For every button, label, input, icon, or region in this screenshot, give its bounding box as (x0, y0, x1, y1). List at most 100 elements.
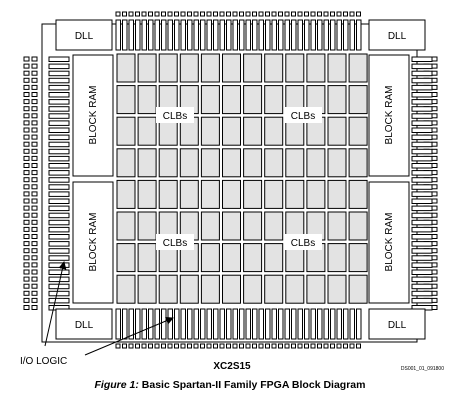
io-pad-right-outer (431, 269, 438, 275)
io-pad-bottom (213, 343, 218, 349)
io-row-right (411, 297, 433, 304)
io-row-left (48, 290, 70, 297)
io-pad-right-outer (431, 127, 438, 133)
io-pad-top (278, 11, 283, 17)
io-column-group (48, 19, 433, 340)
io-column-bottom (141, 308, 147, 340)
io-pad-right-outer (431, 56, 438, 62)
io-pad-left-outer (23, 191, 30, 197)
clb-cell (243, 243, 263, 273)
io-pad-top (200, 11, 205, 17)
io-pad-right-outer (431, 113, 438, 119)
io-column-bottom (336, 308, 342, 340)
clb-cell (200, 211, 220, 241)
document-id: DS001_01_091800 (401, 366, 444, 372)
io-row-right (411, 283, 433, 290)
io-row-right (411, 170, 433, 176)
io-pad-bottom (167, 343, 173, 349)
io-pad-left-inner (31, 219, 38, 225)
io-row-right (411, 290, 433, 297)
clb-cell (116, 179, 136, 209)
clb-label-bottom-right: CLBs (291, 238, 315, 249)
io-pad-top (115, 11, 121, 17)
io-pad-left-inner (31, 297, 38, 303)
io-pad-bottom (291, 343, 296, 349)
io-column-bottom (180, 308, 186, 340)
io-row-left (48, 269, 70, 275)
io-column-bottom (206, 308, 212, 340)
io-column-top (161, 19, 167, 51)
clb-cell (158, 179, 178, 209)
io-row-left (48, 219, 70, 226)
io-pad-left-inner (31, 63, 38, 69)
io-pad-left-outer (23, 290, 30, 296)
io-pad-left-outer (23, 170, 30, 176)
io-pad-bottom (356, 343, 361, 349)
io-pad-left-inner (31, 177, 38, 183)
io-column-top (226, 19, 232, 51)
io-column-bottom (317, 308, 323, 340)
io-pad-bottom (161, 343, 166, 349)
io-pad-right-outer (431, 255, 438, 261)
io-pad-bottom (219, 343, 225, 349)
io-row-left (48, 92, 70, 98)
io-pad-right-outer (431, 106, 438, 112)
io-row-right (411, 191, 433, 197)
io-column-bottom (115, 308, 121, 340)
caption-figure-number: Figure 1: (94, 379, 139, 391)
io-row-left (48, 63, 70, 70)
clb-cell (327, 211, 347, 241)
io-pad-left-inner (31, 226, 38, 232)
io-column-bottom (343, 308, 349, 340)
io-column-bottom (148, 308, 154, 340)
io-column-bottom (174, 308, 180, 340)
clb-grid (116, 53, 368, 304)
io-pad-bottom (336, 343, 342, 349)
io-pad-bottom (148, 343, 153, 349)
clb-label-bg-top-left (156, 107, 194, 123)
io-pad-left-inner (31, 234, 38, 239)
io-pad-bottom (252, 343, 257, 349)
io-pad-top (265, 11, 270, 17)
clb-cell (158, 53, 178, 83)
io-pad-bottom (141, 343, 147, 349)
io-pad-left-outer (23, 226, 30, 232)
io-pad-left-inner (31, 148, 38, 154)
io-row-right (411, 106, 433, 112)
io-pad-right-outer (431, 276, 438, 282)
io-row-right (411, 141, 433, 148)
io-pad-left-outer (23, 198, 30, 204)
io-pad-top (135, 11, 140, 17)
clb-cell (348, 243, 368, 273)
io-pad-bottom (258, 343, 264, 349)
io-row-left (48, 184, 70, 190)
io-pad-left-inner (31, 248, 38, 254)
clb-cell (348, 116, 368, 146)
io-row-right (411, 241, 433, 247)
clb-cell (327, 179, 347, 209)
io-column-bottom (135, 308, 141, 340)
io-pad-right-outer (431, 155, 438, 161)
io-pad-bottom (193, 343, 199, 349)
io-pad-left-inner (31, 92, 38, 97)
io-row-right (411, 99, 433, 105)
io-column-top (148, 19, 154, 51)
io-column-bottom (323, 308, 329, 340)
io-pad-top (148, 11, 153, 17)
io-column-top (271, 19, 277, 51)
io-pad-left-outer (23, 255, 30, 261)
io-pad-left-inner (31, 141, 38, 147)
io-column-top (200, 19, 206, 51)
io-row-right (411, 77, 433, 84)
io-pad-right-outer (431, 198, 438, 204)
clb-cell (222, 243, 241, 273)
io-pad-right-outer (431, 226, 438, 232)
clb-label-bottom-left: CLBs (163, 238, 187, 249)
io-pad-top (154, 11, 160, 17)
io-pad-left-outer (23, 163, 30, 168)
dll-bottom-left (55, 308, 113, 340)
io-pad-bottom (349, 343, 355, 349)
io-row-right (411, 63, 433, 70)
block-ram-label-top-right: BLOCK RAM (384, 86, 395, 145)
